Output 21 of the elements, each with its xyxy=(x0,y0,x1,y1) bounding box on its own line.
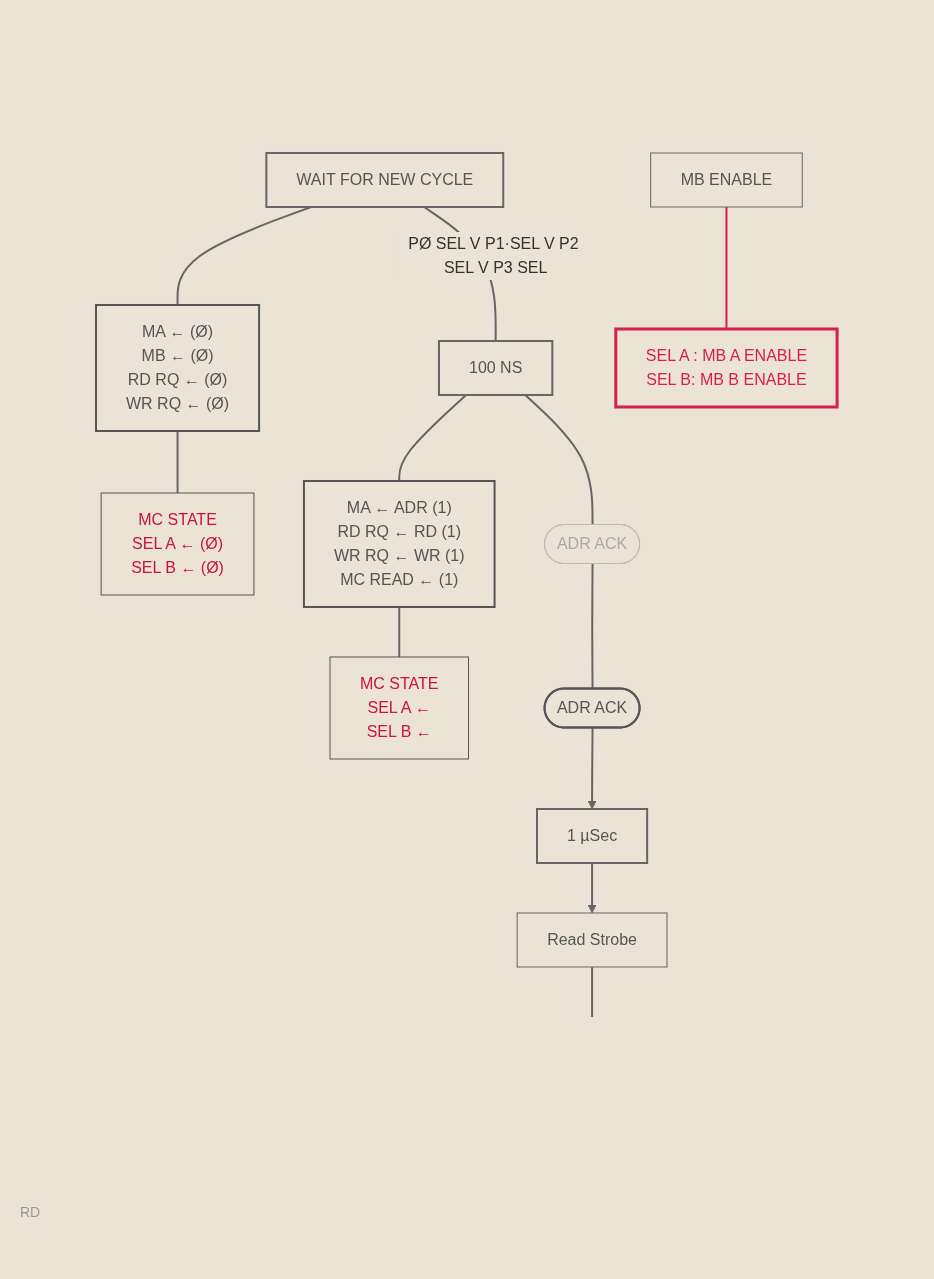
connector xyxy=(524,394,595,526)
connector xyxy=(398,394,468,482)
connector xyxy=(398,606,401,658)
connector xyxy=(591,966,594,1018)
node-box: 100 NS xyxy=(438,340,554,396)
connector xyxy=(177,430,179,494)
node-box: Read Strobe xyxy=(517,912,668,968)
arrow xyxy=(588,862,597,914)
arrow xyxy=(588,727,597,810)
node-box: MC STATE SEL A ← (Ø) SEL B ← (Ø) xyxy=(101,492,255,596)
node-box: WAIT FOR NEW CYCLE xyxy=(265,152,505,208)
connector xyxy=(591,563,595,690)
node-box: SEL A : MB A ENABLE SEL B: MB B ENABLE xyxy=(614,327,840,409)
node-box: MA ← (Ø) MB ← (Ø) RD RQ ← (Ø) WR RQ ← (Ø) xyxy=(95,304,261,432)
note-text: RD xyxy=(20,1204,42,1220)
node-box: MC STATE SEL A ← SEL B ← xyxy=(329,656,470,760)
edge-label: PØ SEL V P1·SEL V P2 SEL V P3 SEL xyxy=(408,235,580,276)
node-box: MB ENABLE xyxy=(650,152,804,208)
node-box: MA ← ADR (1) RD RQ ← RD (1) WR RQ ← WR (1) MC READ ← (1) xyxy=(303,480,497,608)
node-box: 1 µSec xyxy=(536,808,649,864)
connector xyxy=(725,206,728,330)
